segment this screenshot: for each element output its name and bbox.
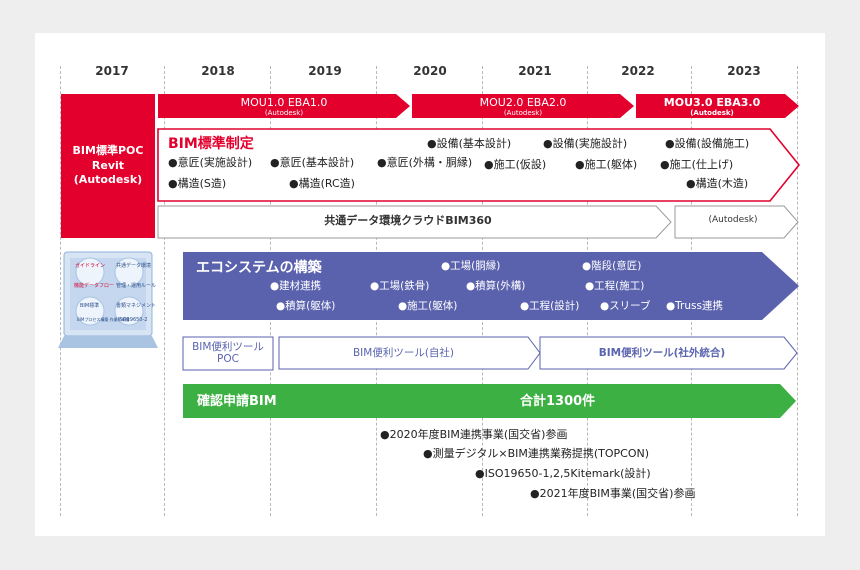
- year-label: 2017: [95, 64, 129, 78]
- mou-sub: (Autodesk): [503, 109, 543, 117]
- year-label: 2022: [621, 64, 655, 78]
- eco-item: ●建材連携: [270, 280, 322, 292]
- mou-label: MOU3.0 EBA3.0: [663, 96, 761, 109]
- poc-line-3: (Autodesk): [73, 173, 143, 187]
- cde-sub: (Autodesk): [708, 215, 758, 225]
- cd-label: 管理・運用ルール: [116, 283, 157, 289]
- mou-label: MOU1.0 EBA1.0: [240, 96, 328, 109]
- grid-line: [164, 66, 165, 516]
- standard-item: ●意匠(外構・胴縁): [377, 156, 473, 169]
- mou-arrow-2: [412, 94, 634, 118]
- cd-label: BIM標準: [80, 303, 100, 309]
- grid-line: [60, 66, 61, 516]
- standard-item: ●設備(実施設計): [543, 137, 628, 150]
- eco-item: ●積算(躯体): [276, 300, 336, 312]
- standard-item: ●構造(木造): [686, 177, 749, 190]
- mou-sub: (Autodesk): [264, 109, 304, 117]
- standard-item: ●施工(躯体): [575, 158, 638, 171]
- eco-item: ●工場(胴縁): [441, 260, 501, 272]
- bim-poc-box: BIM標準POC Revit (Autodesk): [61, 94, 155, 238]
- cd-label: 機能データフロー: [74, 283, 115, 289]
- event-item: ●ISO19650-1,2,5Kitemark(設計): [475, 467, 651, 480]
- poc-line-1: BIM標準POC: [72, 143, 144, 157]
- cd-label: BIMプロセス構築 作業手順書: [77, 317, 130, 322]
- mou-arrow-3: [636, 94, 799, 118]
- tool-poc-box: [182, 336, 274, 371]
- confirm-arrow: [183, 384, 796, 418]
- cde-arrow: [157, 205, 672, 239]
- cd-label: 共通データ環境: [116, 263, 152, 269]
- tool-external-label: BIM便利ツール(社外統合): [598, 347, 726, 359]
- eco-item: ●工程(施工): [585, 280, 645, 292]
- year-label: 2023: [727, 64, 761, 78]
- event-item: ●2021年度BIM事業(国交省)参画: [530, 487, 696, 500]
- standard-item: ●構造(RC造): [289, 177, 355, 190]
- ecosystem-title: エコシステムの構築: [196, 260, 322, 276]
- tool-internal-arrow: [278, 336, 541, 370]
- standard-item: ●意匠(実施設計): [168, 156, 253, 169]
- eco-item: ●施工(躯体): [398, 300, 458, 312]
- event-item: ●測量デジタル×BIM連携業務提携(TOPCON): [423, 447, 650, 460]
- cd-case-illustration: [58, 251, 158, 348]
- standard-item: ●設備(基本設計): [427, 137, 512, 150]
- cde-autodesk-arrow: [674, 205, 799, 239]
- confirm-label: 確認申請BIM: [197, 394, 277, 409]
- eco-item: ●Truss連携: [666, 300, 723, 312]
- eco-item: ●工場(鉄骨): [370, 280, 430, 292]
- mou-label: MOU2.0 EBA2.0: [479, 96, 567, 109]
- standard-item: ●意匠(基本設計): [270, 156, 355, 169]
- bim-standard-arrow: [157, 128, 801, 202]
- year-label: 2020: [413, 64, 447, 78]
- year-label: 2021: [518, 64, 552, 78]
- mou-sub: (Autodesk): [690, 109, 734, 117]
- eco-item: ●工程(設計): [520, 300, 580, 312]
- tool-external-arrow: [539, 336, 798, 370]
- standard-item: ●施工(仮設): [484, 158, 547, 171]
- poc-line-2: Revit: [91, 158, 125, 172]
- eco-item: ●積算(外構): [466, 280, 526, 292]
- cd-label: 書類マネジメント: [116, 303, 157, 309]
- bim-standard-title: BIM標準制定: [168, 136, 254, 152]
- standard-item: ●構造(S造): [168, 177, 227, 190]
- year-label: 2019: [308, 64, 342, 78]
- confirm-total: 合計1300件: [520, 394, 596, 409]
- mou-arrow-1: [158, 94, 410, 118]
- cd-label: ガイドライン: [75, 263, 106, 269]
- cde-label: 共通データ環境クラウドBIM360: [324, 214, 492, 227]
- standard-item: ●施工(仕上げ): [660, 158, 734, 171]
- tool-internal-label: BIM便利ツール(自社): [352, 347, 455, 359]
- eco-item: ●階段(意匠): [582, 260, 642, 272]
- tool-poc-label: BIM便利ツール POC: [192, 341, 264, 366]
- cd-label: ISO19650-2: [118, 317, 148, 323]
- eco-item: ●スリーブ: [600, 300, 651, 312]
- year-label: 2018: [201, 64, 235, 78]
- ecosystem-arrow: [183, 252, 799, 320]
- grid-line: [797, 66, 798, 516]
- standard-item: ●設備(設備施工): [665, 137, 750, 150]
- event-item: ●2020年度BIM連携事業(国交省)参画: [380, 428, 568, 441]
